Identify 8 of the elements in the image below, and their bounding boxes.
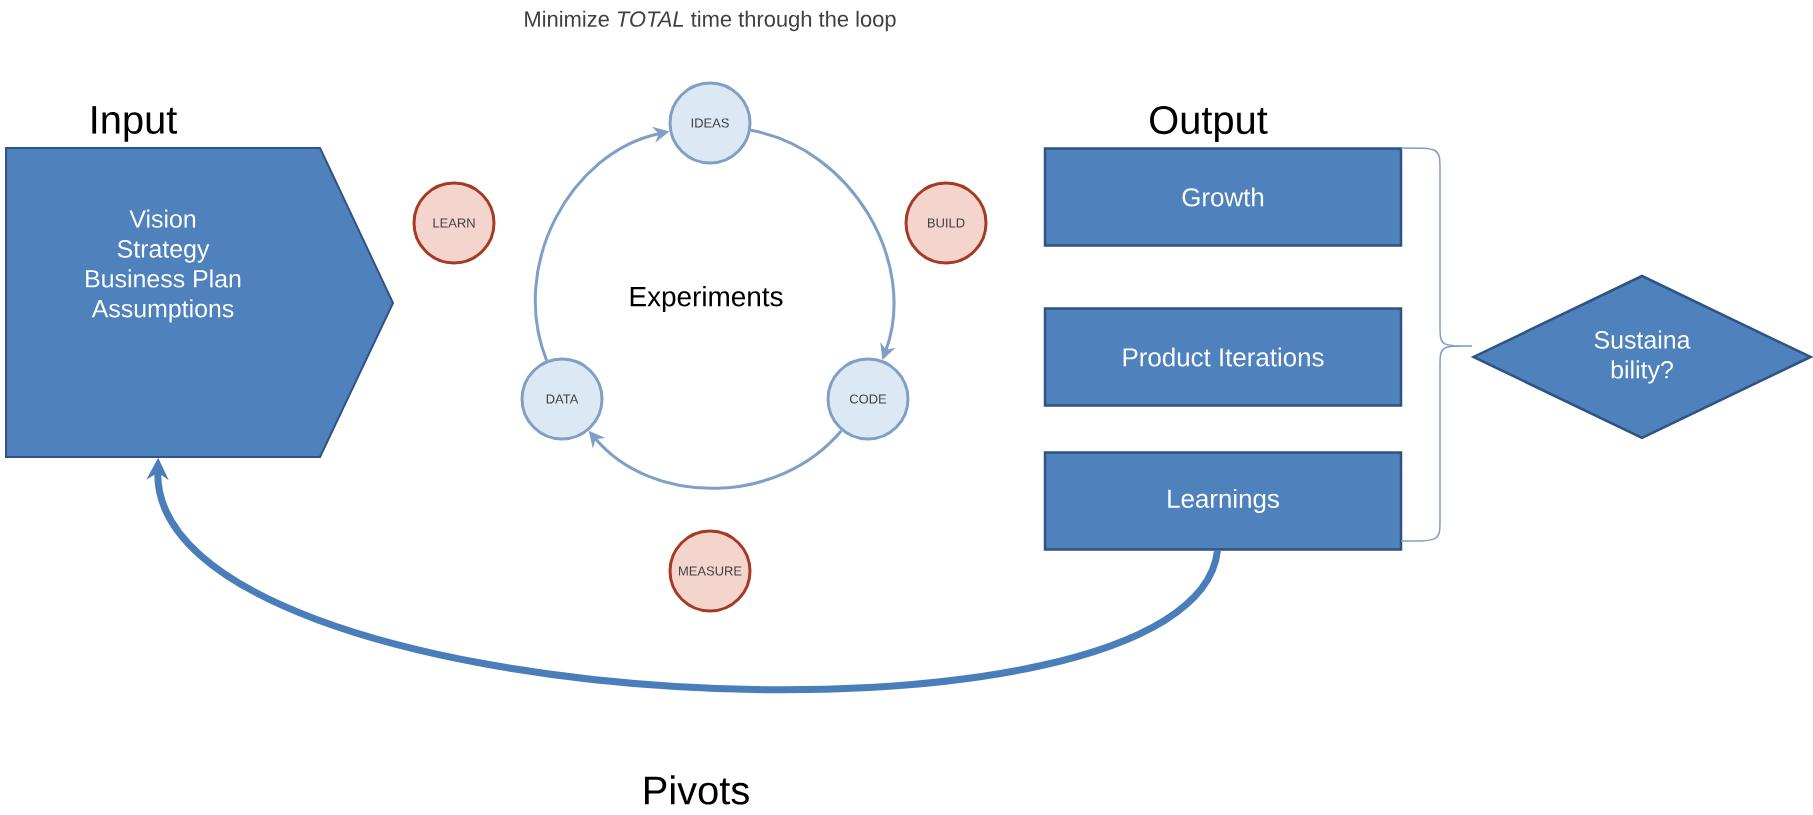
- title: Minimize TOTAL time through the loop: [525, 10, 896, 32]
- box: Growth: [1043, 147, 1403, 247]
- edge-label: Pivots: [645, 775, 749, 805]
- heading: Output: [1150, 105, 1268, 143]
- box: Learnings: [1043, 451, 1403, 551]
- box: Product Iterations: [1043, 307, 1403, 407]
- center-label: Experiments: [630, 286, 783, 312]
- heading: Input: [92, 106, 178, 142]
